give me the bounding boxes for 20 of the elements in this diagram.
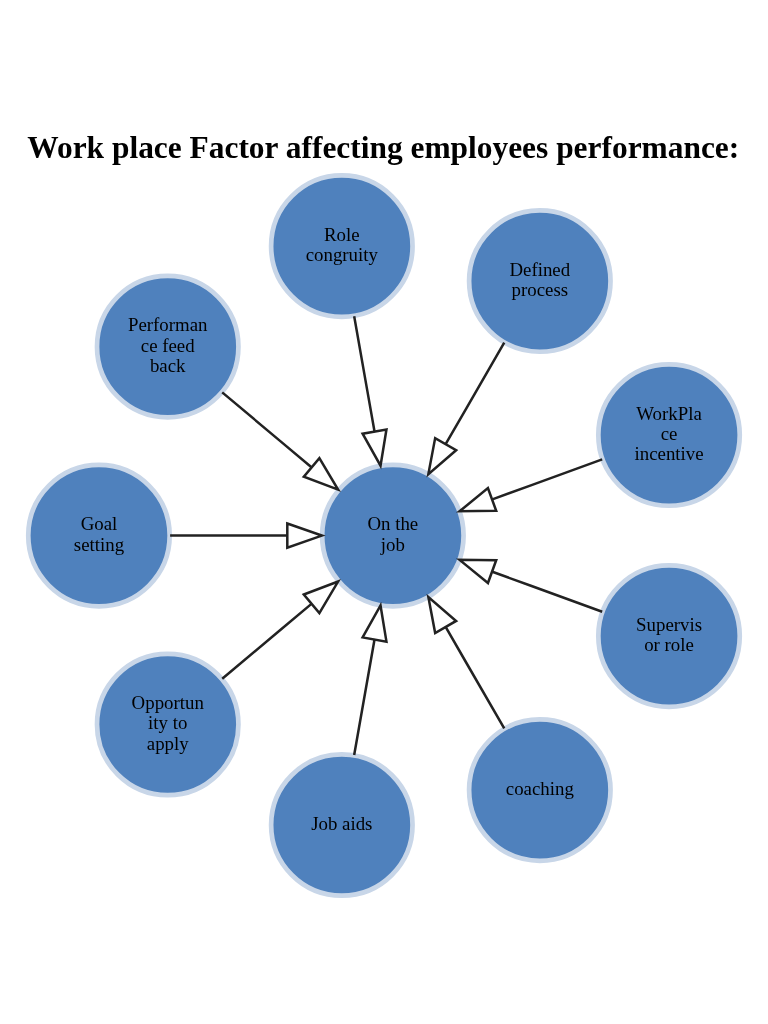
diagram-title: Work place Factor affecting employees performance: bbox=[27, 130, 740, 166]
arrow bbox=[221, 579, 341, 680]
node-circle: Defined process bbox=[466, 208, 613, 355]
arrow bbox=[456, 458, 603, 513]
node-circle: Opportun ity to apply bbox=[94, 651, 241, 798]
node-circle: Job aids bbox=[268, 751, 415, 899]
node-circle: Supervis or role bbox=[595, 563, 743, 710]
node-circle: coaching bbox=[466, 717, 613, 864]
arrow bbox=[221, 391, 341, 493]
node-circle: Goal setting bbox=[25, 462, 173, 609]
node-circle: Role congruity bbox=[268, 173, 415, 320]
node-circle: Performan ce feed back bbox=[94, 273, 241, 420]
arrow bbox=[456, 558, 603, 613]
arrow bbox=[426, 342, 506, 478]
arrow bbox=[352, 601, 388, 756]
node-circle: On the job bbox=[319, 462, 466, 609]
node-circle: WorkPla ce incentive bbox=[595, 362, 743, 509]
arrow bbox=[352, 316, 388, 470]
arrow bbox=[426, 593, 506, 730]
arrow bbox=[170, 521, 326, 550]
